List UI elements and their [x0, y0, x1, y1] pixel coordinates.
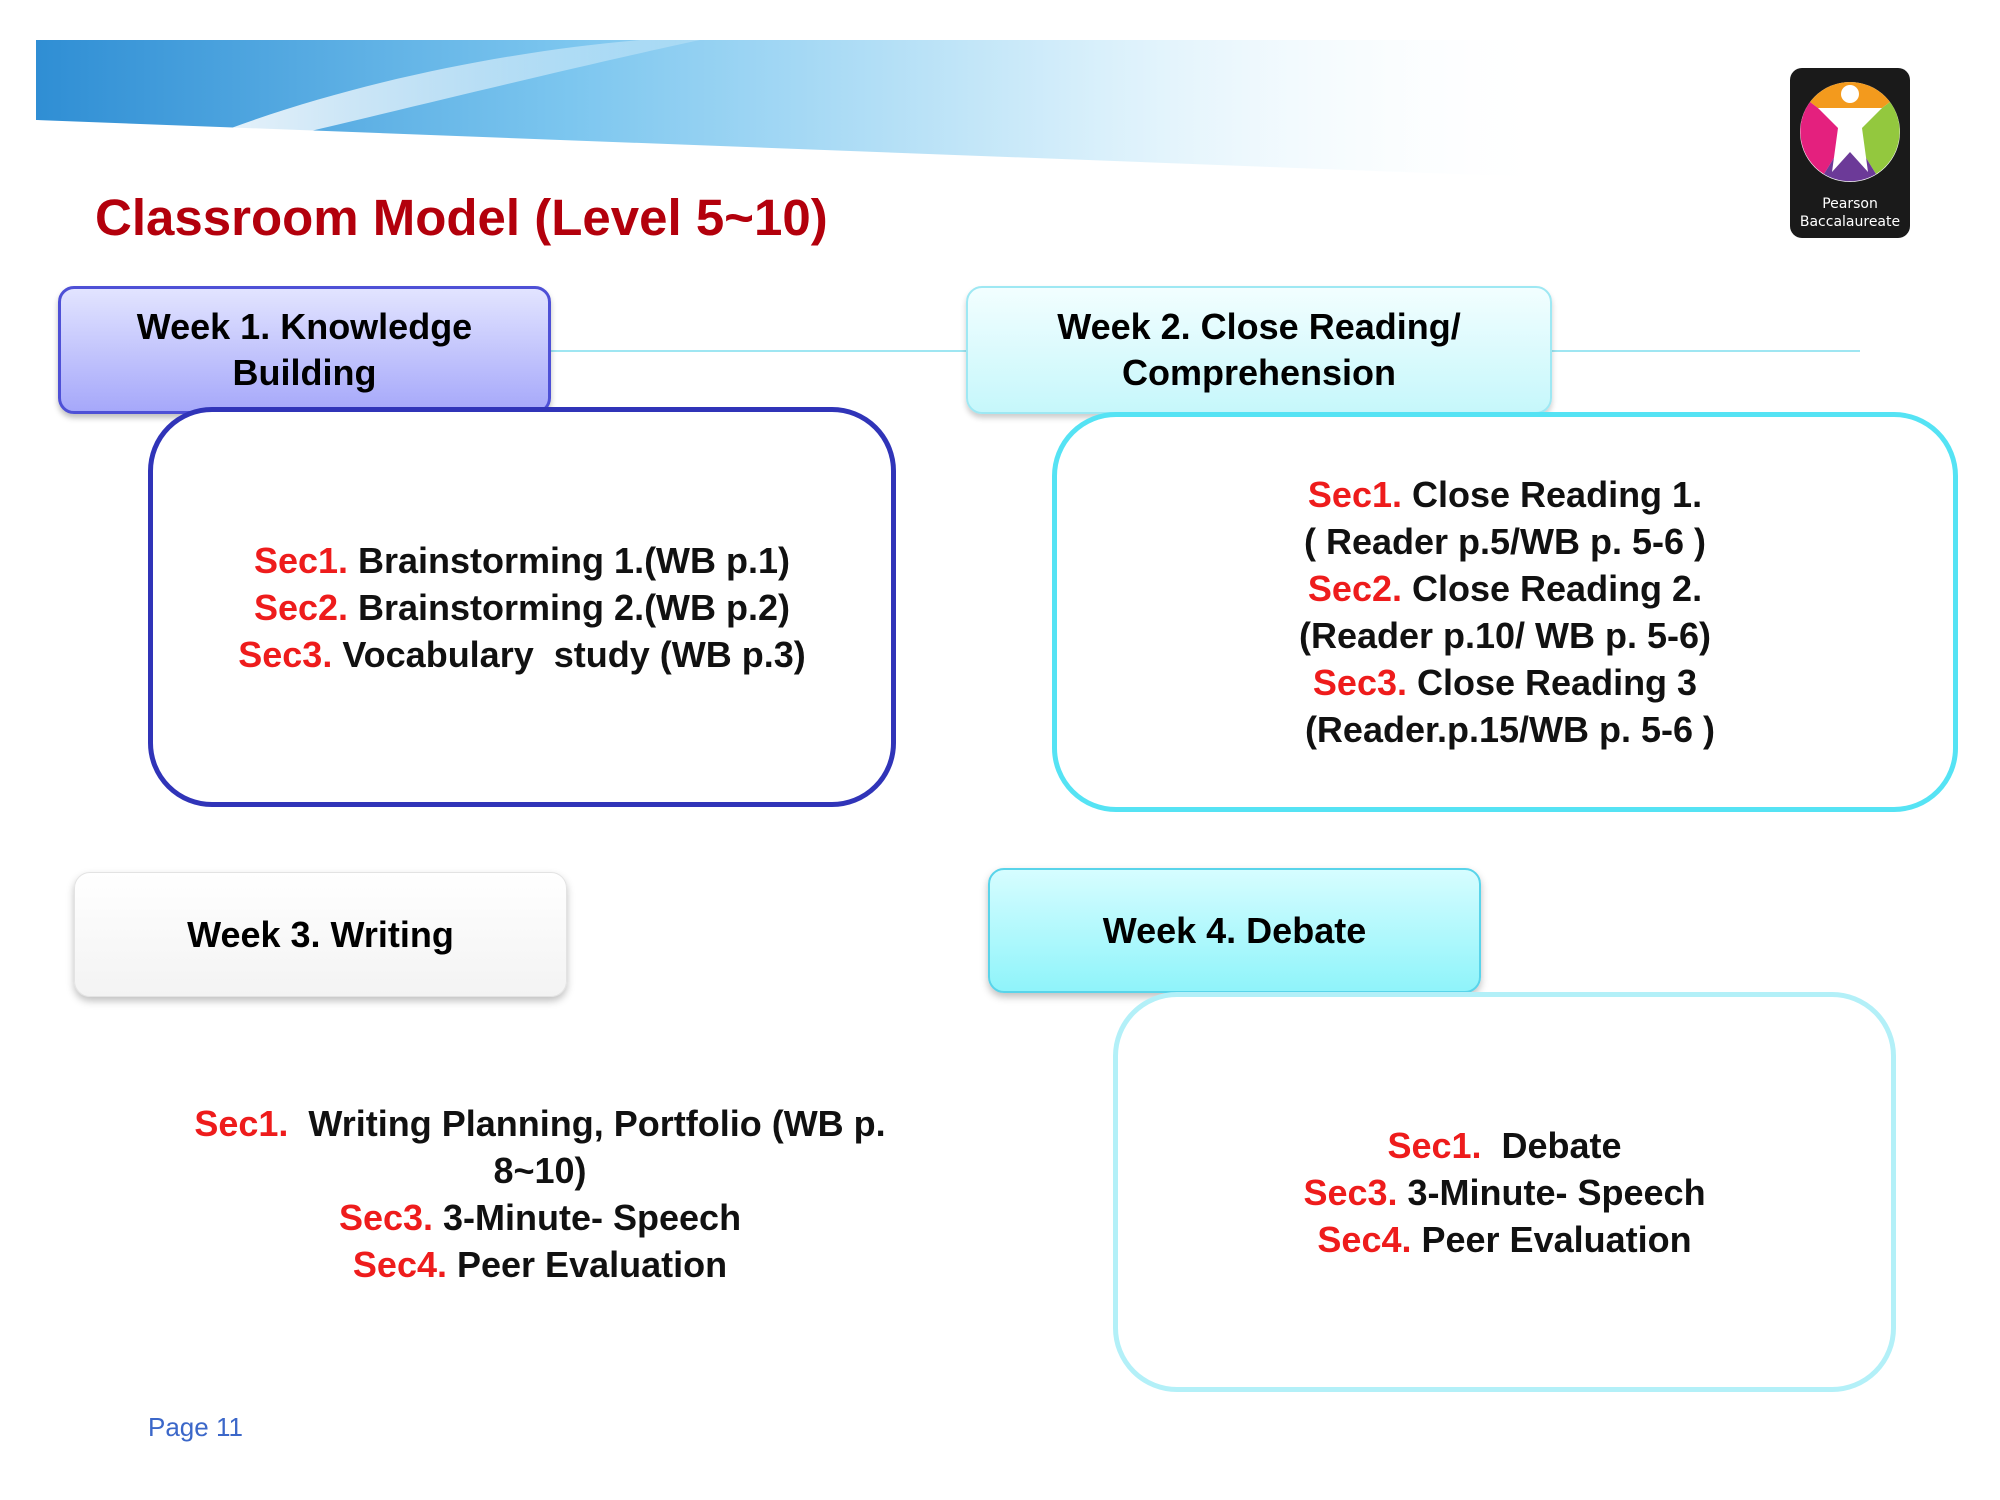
section-text: Debate — [1481, 1124, 1622, 1166]
week4-tab: Week 4. Debate — [988, 868, 1481, 993]
section-label: Sec2. — [253, 586, 349, 628]
week3-row: Sec1. Writing Planning, Portfolio (WB p. — [194, 1100, 885, 1147]
connector-line-week1 — [551, 350, 966, 352]
week2-card: Sec1. Close Reading 1. ( Reader p.5/WB p… — [1052, 412, 1958, 812]
section-text: 3-Minute- Speech — [1397, 1171, 1706, 1213]
week4-row: Sec1. Debate — [1387, 1122, 1621, 1169]
section-text: Brainstorming 2.(WB p.2) — [348, 586, 791, 628]
week1-row: Sec2. Brainstorming 2.(WB p.2) — [254, 584, 790, 631]
page-title: Classroom Model (Level 5~10) — [95, 189, 828, 246]
section-text: Close Reading 2. — [1402, 568, 1703, 609]
week4-card: Sec1. Debate Sec3. 3-Minute- Speech Sec4… — [1113, 992, 1896, 1392]
week1-row: Sec1. Brainstorming 1.(WB p.1) — [254, 537, 790, 584]
section-label: Sec3. — [338, 1197, 434, 1238]
week2-tab-line1: Week 2. Close Reading/ — [1057, 306, 1461, 347]
week3-content: Sec1. Writing Planning, Portfolio (WB p.… — [90, 1100, 990, 1288]
section-text: Close Reading 3 — [1407, 662, 1698, 703]
section-label: Sec1. — [253, 539, 349, 581]
section-label: Sec4. — [352, 1244, 447, 1285]
section-text: 8~10) — [493, 1150, 587, 1191]
week1-tab-line1: Week 1. Knowledge — [136, 306, 473, 347]
section-text: Vocabulary study (WB p.3) — [332, 633, 806, 675]
section-label: Sec2. — [1307, 568, 1402, 609]
week2-tab-line2: Comprehension — [1121, 352, 1396, 393]
week2-row: (Reader p.10/ WB p. 5-6) — [1299, 612, 1711, 659]
week4-row: Sec3. 3-Minute- Speech — [1303, 1169, 1705, 1216]
week3-tab: Week 3. Writing — [74, 872, 567, 997]
week4-tab-label: Week 4. Debate — [1102, 909, 1367, 951]
week2-row: Sec2. Close Reading 2. — [1308, 565, 1702, 612]
header-banner — [36, 40, 1560, 190]
section-text: Close Reading 1. — [1402, 474, 1703, 515]
week3-row: Sec4. Peer Evaluation — [353, 1241, 727, 1288]
week2-row: Sec3. Close Reading 3 — [1313, 659, 1697, 706]
week4-row: Sec4. Peer Evaluation — [1317, 1216, 1691, 1263]
week1-tab-line2: Building — [232, 352, 377, 393]
section-text: Peer Evaluation — [1411, 1218, 1692, 1260]
section-text: 3-Minute- Speech — [433, 1197, 742, 1238]
section-label: Sec3. — [238, 633, 333, 675]
logo-text-line2: Baccalaureate — [1799, 214, 1901, 230]
section-label: Sec1. — [1387, 1124, 1482, 1166]
section-text: Writing Planning, Portfolio (WB p. — [288, 1103, 886, 1144]
logo-figure-icon — [1800, 82, 1900, 182]
week3-tab-label: Week 3. Writing — [187, 913, 454, 955]
section-text: Peer Evaluation — [446, 1244, 728, 1285]
section-label: Sec1. — [194, 1103, 289, 1144]
week2-row: Sec1. Close Reading 1. — [1308, 471, 1702, 518]
page-number: Page 11 — [148, 1412, 243, 1442]
section-label: Sec4. — [1317, 1218, 1412, 1260]
week3-row: Sec3. 3-Minute- Speech — [339, 1194, 741, 1241]
section-label: Sec3. — [1312, 662, 1407, 703]
section-text: Brainstorming 1.(WB p.1) — [348, 539, 791, 581]
section-label: Sec1. — [1307, 474, 1402, 515]
connector-line-week2 — [1552, 350, 1860, 352]
logo-text-line1: Pearson — [1822, 196, 1878, 212]
week2-row: (Reader.p.15/WB p. 5-6 ) — [1295, 706, 1715, 753]
section-text: (Reader p.10/ WB p. 5-6) — [1298, 615, 1712, 656]
week2-row: ( Reader p.5/WB p. 5-6 ) — [1304, 518, 1706, 565]
section-label: Sec3. — [1303, 1171, 1398, 1213]
week1-tab: Week 1. Knowledge Building — [58, 286, 551, 414]
section-text: (Reader.p.15/WB p. 5-6 ) — [1294, 709, 1716, 750]
pearson-baccalaureate-logo: Pearson Baccalaureate — [1790, 68, 1910, 238]
section-text: ( Reader p.5/WB p. 5-6 ) — [1303, 521, 1707, 562]
week1-row: Sec3. Vocabulary study (WB p.3) — [238, 631, 805, 678]
week3-row: 8~10) — [493, 1147, 586, 1194]
week1-card: Sec1. Brainstorming 1.(WB p.1) Sec2. Bra… — [148, 407, 896, 807]
week2-tab: Week 2. Close Reading/ Comprehension — [966, 286, 1552, 414]
